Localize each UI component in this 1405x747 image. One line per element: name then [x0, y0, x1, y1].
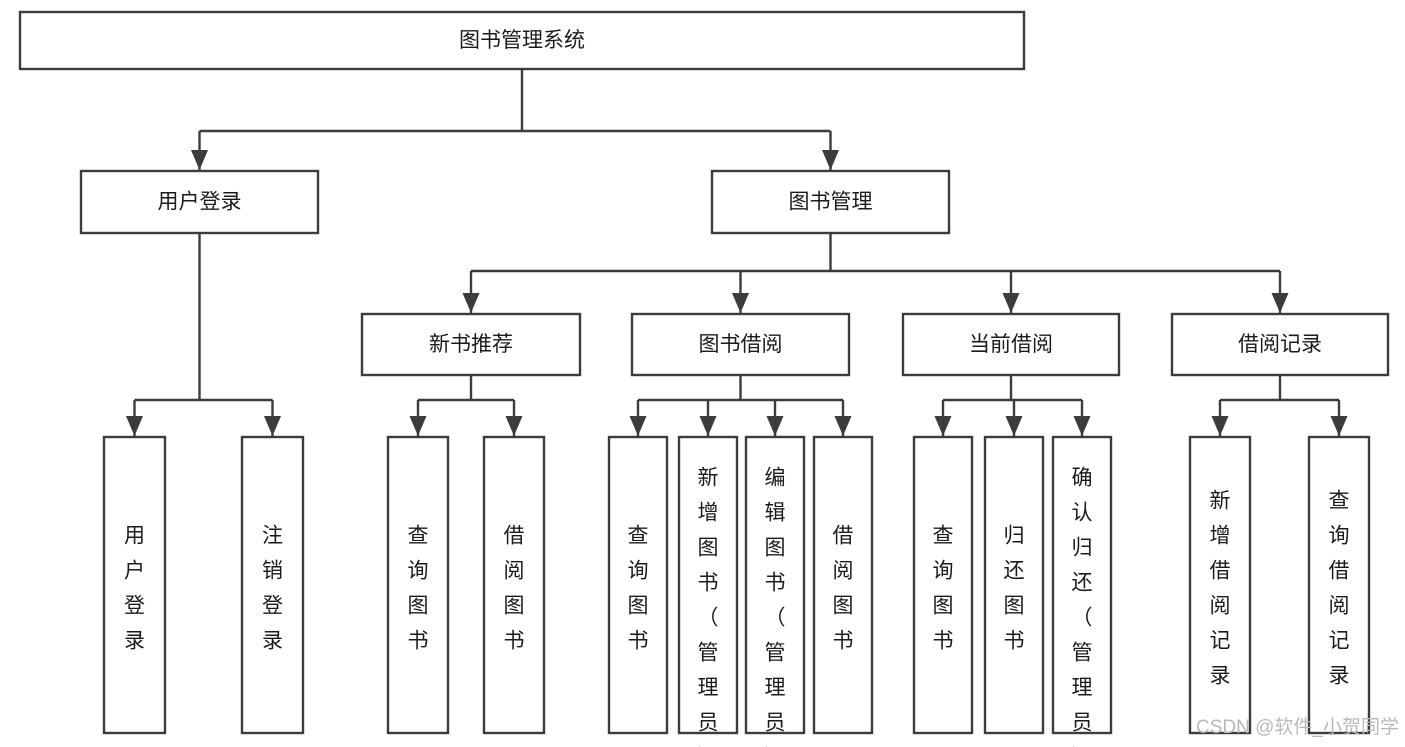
node-leaf-borrow-book-1[interactable]: 借阅图书: [482, 435, 546, 735]
node-box-leaf-query-book-3[interactable]: [912, 435, 974, 735]
arrow-head-icon: [462, 293, 480, 313]
arrow-head-icon: [732, 293, 749, 313]
node-label-leaf-borrow-book-1: 借阅图书: [504, 524, 525, 652]
node-box-leaf-confirm-return[interactable]: [1051, 435, 1113, 735]
arrow-head-icon: [1211, 416, 1229, 436]
node-leaf-confirm-return[interactable]: 确认归还（管理员）: [1051, 435, 1113, 747]
node-leaf-user-login[interactable]: 用户登录: [102, 435, 167, 735]
node-leaf-query-book-3[interactable]: 查询图书: [912, 435, 974, 735]
arrow-head-icon: [264, 416, 281, 436]
node-label-leaf-query-book-2: 查询图书: [628, 524, 649, 652]
node-box-leaf-add-book[interactable]: [677, 435, 739, 735]
arrow-head-icon: [834, 416, 852, 436]
arrow-head-icon: [934, 416, 952, 436]
node-label-leaf-user-login: 用户登录: [124, 524, 145, 652]
node-box-root[interactable]: [18, 10, 1026, 71]
node-box-book-manage[interactable]: [710, 169, 951, 235]
arrow-head-icon: [699, 416, 717, 436]
csdn-watermark: CSDN @软件_小贺同学: [1196, 716, 1399, 738]
node-box-leaf-query-record[interactable]: [1307, 435, 1371, 735]
arrow-head-icon: [1002, 293, 1020, 313]
arrow-head-icon: [505, 416, 523, 436]
arrow-head-icon: [766, 416, 784, 436]
node-leaf-edit-book[interactable]: 编辑图书（管理员）: [744, 435, 806, 747]
node-leaf-logout[interactable]: 注销登录: [240, 435, 305, 735]
node-label-current-borrow: 当前借阅: [969, 333, 1053, 356]
node-book-borrow[interactable]: 图书借阅: [630, 312, 851, 377]
node-label-leaf-return-book: 归还图书: [1004, 524, 1025, 652]
node-box-new-book-recommend[interactable]: [360, 312, 582, 377]
edge-group-new-book-recommend: [409, 375, 523, 436]
arrow-head-icon: [126, 416, 143, 436]
arrow-head-icon: [1271, 293, 1289, 313]
arrow-head-icon: [822, 150, 839, 170]
node-label-leaf-query-record: 查询借阅记录: [1329, 489, 1350, 687]
node-leaf-query-record[interactable]: 查询借阅记录: [1307, 435, 1371, 735]
node-box-borrow-record[interactable]: [1170, 312, 1390, 377]
node-label-leaf-add-book: 新增图书（管理员）: [698, 466, 719, 747]
node-root[interactable]: 图书管理系统: [18, 10, 1026, 71]
node-box-leaf-query-book-1[interactable]: [386, 435, 450, 735]
edge-group-root: [191, 69, 839, 170]
node-label-leaf-confirm-return: 确认归还（管理员）: [1072, 466, 1093, 747]
node-box-leaf-borrow-book-2[interactable]: [812, 435, 874, 735]
node-user-login[interactable]: 用户登录: [79, 169, 320, 235]
node-label-leaf-query-book-1: 查询图书: [408, 524, 429, 652]
node-box-current-borrow[interactable]: [901, 312, 1121, 377]
arrow-head-icon: [191, 150, 208, 170]
node-label-leaf-borrow-book-2: 借阅图书: [833, 524, 854, 652]
arrow-head-icon: [409, 416, 427, 436]
edge-group-current-borrow: [934, 375, 1091, 436]
node-leaf-add-book[interactable]: 新增图书（管理员）: [677, 435, 739, 747]
node-leaf-return-book[interactable]: 归还图书: [983, 435, 1045, 735]
node-label-leaf-add-record: 新增借阅记录: [1210, 489, 1231, 687]
edge-group-user-login: [126, 233, 281, 436]
nodes-layer: 图书管理系统用户登录图书管理新书推荐图书借阅当前借阅借阅记录用户登录注销登录查询…: [18, 10, 1390, 747]
node-book-manage[interactable]: 图书管理: [710, 169, 951, 235]
node-box-leaf-logout[interactable]: [240, 435, 305, 735]
node-label-new-book-recommend: 新书推荐: [429, 333, 513, 356]
node-box-leaf-edit-book[interactable]: [744, 435, 806, 735]
node-label-book-borrow: 图书借阅: [699, 333, 783, 356]
node-label-borrow-record: 借阅记录: [1238, 333, 1322, 356]
node-box-leaf-user-login[interactable]: [102, 435, 167, 735]
node-borrow-record[interactable]: 借阅记录: [1170, 312, 1390, 377]
connectors-layer: [126, 69, 1348, 436]
node-box-leaf-query-book-2[interactable]: [607, 435, 669, 735]
node-label-leaf-logout: 注销登录: [262, 524, 283, 652]
edge-group-borrow-record: [1211, 375, 1348, 436]
node-box-leaf-borrow-book-1[interactable]: [482, 435, 546, 735]
node-label-leaf-query-book-3: 查询图书: [933, 524, 954, 652]
node-leaf-borrow-book-2[interactable]: 借阅图书: [812, 435, 874, 735]
node-leaf-add-record[interactable]: 新增借阅记录: [1188, 435, 1252, 735]
node-box-book-borrow[interactable]: [630, 312, 851, 377]
edge-group-book-manage: [462, 233, 1289, 313]
node-box-leaf-add-record[interactable]: [1188, 435, 1252, 735]
node-label-book-manage: 图书管理: [789, 191, 873, 214]
node-leaf-query-book-2[interactable]: 查询图书: [607, 435, 669, 735]
node-label-root: 图书管理系统: [459, 29, 585, 52]
arrow-head-icon: [1073, 416, 1091, 436]
arrow-head-icon: [1005, 416, 1023, 436]
node-current-borrow[interactable]: 当前借阅: [901, 312, 1121, 377]
node-box-leaf-return-book[interactable]: [983, 435, 1045, 735]
arrow-head-icon: [1330, 416, 1348, 436]
node-new-book-recommend[interactable]: 新书推荐: [360, 312, 582, 377]
edge-group-book-borrow: [629, 375, 852, 436]
node-leaf-query-book-1[interactable]: 查询图书: [386, 435, 450, 735]
arrow-head-icon: [629, 416, 647, 436]
node-label-user-login: 用户登录: [158, 191, 242, 214]
node-box-user-login[interactable]: [79, 169, 320, 235]
